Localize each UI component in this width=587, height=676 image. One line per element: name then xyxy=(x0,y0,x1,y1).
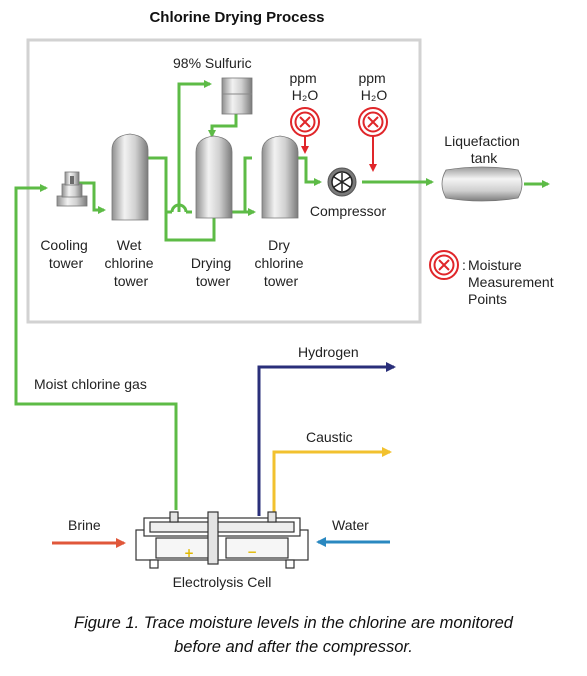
sensor-1-label: ppm H₂O xyxy=(289,70,320,103)
caustic-label: Caustic xyxy=(306,429,353,445)
compressor-label: Compressor xyxy=(310,203,387,219)
measurement-point-icon xyxy=(290,107,320,137)
cooling-tower-label: Cooling tower xyxy=(40,237,91,271)
drying-tower-icon xyxy=(195,135,233,219)
caustic-line xyxy=(272,447,392,516)
sulfuric-drain-line xyxy=(208,114,238,138)
hydrogen-line xyxy=(257,362,396,516)
cell-minus-mark: − xyxy=(247,545,257,559)
measurement-point-2 xyxy=(358,107,388,172)
dry-chlorine-tower-label: Dry chlorine tower xyxy=(255,237,308,289)
dry-to-compressor-line xyxy=(295,156,322,186)
electrolysis-cell-icon xyxy=(135,511,309,569)
wet-to-drying-lower-line xyxy=(164,212,216,242)
drying-to-dry-line xyxy=(232,156,252,214)
brine-label: Brine xyxy=(68,517,101,533)
moist-chlorine-label: Moist chlorine gas xyxy=(34,376,147,392)
water-label: Water xyxy=(332,517,369,533)
caption-line-2: before and after the compressor. xyxy=(174,638,413,656)
hydrogen-label: Hydrogen xyxy=(298,344,359,360)
figure-caption: Figure 1. Trace moisture levels in the c… xyxy=(0,611,587,659)
sulfuric-feed-line xyxy=(177,80,212,212)
cell-plus-mark: + xyxy=(184,546,194,560)
liquefaction-tank-icon xyxy=(441,166,523,202)
legend-colon: : xyxy=(462,257,466,273)
measurement-point-icon xyxy=(358,107,388,137)
dry-chlorine-tower-icon xyxy=(261,135,299,219)
legend-measurement-symbol xyxy=(429,250,459,280)
cooling-tower-icon xyxy=(56,171,88,207)
sulfuric-label: 98% Sulfuric xyxy=(173,55,252,71)
compressor-fan-icon xyxy=(327,167,357,197)
measurement-point-1 xyxy=(290,107,320,154)
drying-tower-label: Drying tower xyxy=(191,255,235,289)
moist-chlorine-line xyxy=(14,184,178,510)
wet-chlorine-tower-label: Wet chlorine tower xyxy=(105,237,158,289)
legend-label: Moisture Measurement Points xyxy=(468,257,557,307)
chlorine-flow-lines xyxy=(14,80,550,510)
electrolysis-cell-label: Electrolysis Cell xyxy=(173,574,272,590)
wet-chlorine-tower-icon xyxy=(111,133,149,221)
cooling-to-wet-line xyxy=(77,181,106,214)
caption-line-1: Figure 1. Trace moisture levels in the c… xyxy=(74,614,513,632)
sulfuric-drum-icon xyxy=(221,77,253,115)
wet-to-drying-line xyxy=(147,156,172,214)
liquefaction-tank-label: Liquefaction tank xyxy=(444,133,523,166)
measurement-point-icon xyxy=(429,250,459,280)
diagram-title: Chlorine Drying Process xyxy=(149,9,324,26)
sensor-2-label: ppm H₂O xyxy=(358,70,389,103)
